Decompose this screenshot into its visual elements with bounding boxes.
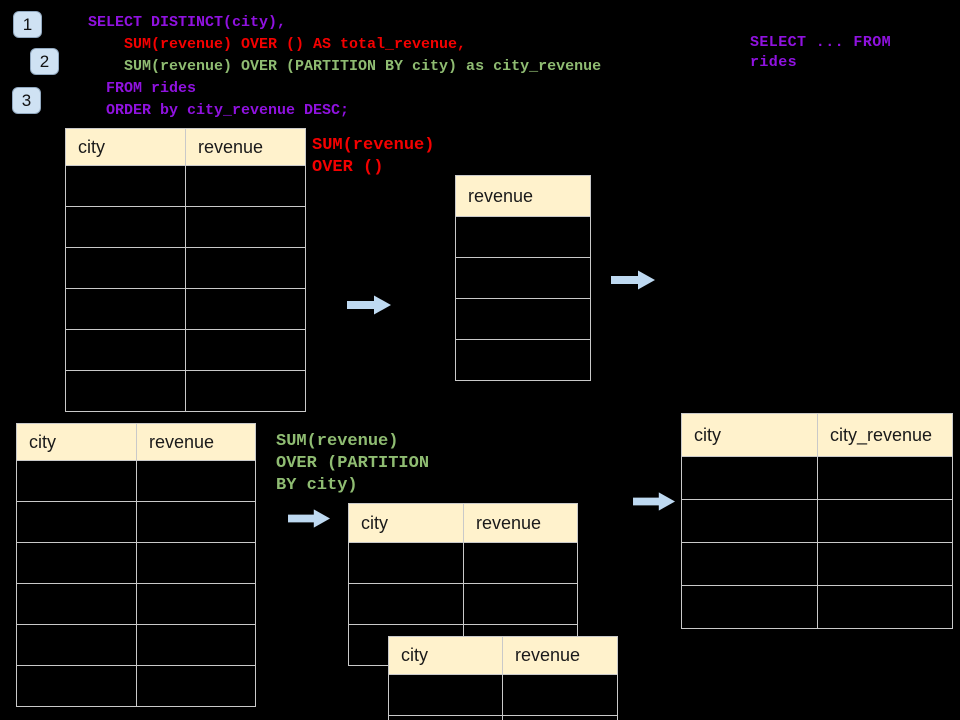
annotation-partition-line-1: SUM(revenue): [276, 432, 399, 451]
sql-line-order: ORDER by city_revenue DESC;: [88, 102, 350, 119]
flow-arrow-icon: [611, 270, 655, 290]
table-partition-upper: city revenue: [348, 503, 578, 666]
table-row: [16, 460, 256, 502]
table-row: [455, 298, 591, 340]
table-row: [65, 288, 306, 330]
header-cell-city: city: [16, 423, 137, 461]
table-row: [681, 585, 953, 629]
header-cell-city: city: [681, 413, 818, 457]
table-source-top: city revenue: [65, 128, 306, 412]
header-cell-revenue: revenue: [185, 128, 306, 166]
step-badge-3: 3: [12, 87, 41, 114]
table-row: [681, 499, 953, 543]
sql-query-code: SELECT DISTINCT(city), SUM(revenue) OVER…: [88, 12, 601, 122]
side-code-line-2: rides: [750, 54, 798, 71]
header-cell-city: city: [65, 128, 186, 166]
table-row: [348, 542, 578, 584]
annotation-partition-line-2: OVER (PARTITION: [276, 454, 430, 473]
sql-line-select: SELECT DISTINCT(city),: [88, 14, 287, 31]
table-partition-lower: city revenue: [388, 636, 618, 720]
flow-arrow-icon: [347, 295, 391, 315]
table-row: [65, 206, 306, 248]
header-cell-city: city: [388, 636, 503, 675]
table-row: [681, 456, 953, 500]
table-row: [16, 542, 256, 584]
table-row: [348, 583, 578, 625]
table-row: [455, 216, 591, 258]
table-result: city city_revenue: [681, 413, 953, 629]
table-row: [455, 339, 591, 381]
table-row: [16, 501, 256, 543]
table-source-bottom: city revenue: [16, 423, 256, 707]
table-row: [388, 674, 618, 716]
annotation-total-line-1: SUM(revenue): [312, 136, 435, 155]
side-query-snippet: SELECT ... FROM rides: [750, 33, 891, 73]
table-row: [16, 624, 256, 666]
annotation-partition-line-3: BY city): [276, 476, 358, 495]
header-cell-city-revenue: city_revenue: [817, 413, 953, 457]
annotation-total-line-2: OVER (): [312, 158, 384, 177]
flow-arrow-icon: [288, 509, 331, 528]
side-code-line-1: SELECT ... FROM: [750, 34, 892, 51]
table-row: [65, 370, 306, 412]
header-cell-revenue: revenue: [136, 423, 256, 461]
table-row: [388, 715, 618, 720]
table-row: [65, 247, 306, 289]
header-cell-revenue: revenue: [463, 503, 578, 543]
table-row: [65, 329, 306, 371]
table-row: [65, 165, 306, 207]
header-cell-revenue: revenue: [455, 175, 591, 217]
table-row: [16, 583, 256, 625]
table-row: [681, 542, 953, 586]
sql-line-partition: SUM(revenue) OVER (PARTITION BY city) as…: [88, 58, 602, 75]
table-row: [16, 665, 256, 707]
header-cell-city: city: [348, 503, 464, 543]
table-total-revenue: revenue: [455, 175, 591, 381]
step-badge-2: 2: [30, 48, 59, 75]
annotation-partition: SUM(revenue) OVER (PARTITION BY city): [276, 431, 429, 497]
header-cell-revenue: revenue: [502, 636, 618, 675]
sql-line-from: FROM rides: [88, 80, 197, 97]
flow-arrow-icon: [633, 492, 676, 511]
annotation-total-revenue: SUM(revenue) OVER (): [312, 135, 434, 179]
sql-line-total-revenue: SUM(revenue) OVER () AS total_revenue,: [88, 36, 467, 53]
table-row: [455, 257, 591, 299]
step-badge-1: 1: [13, 11, 42, 38]
